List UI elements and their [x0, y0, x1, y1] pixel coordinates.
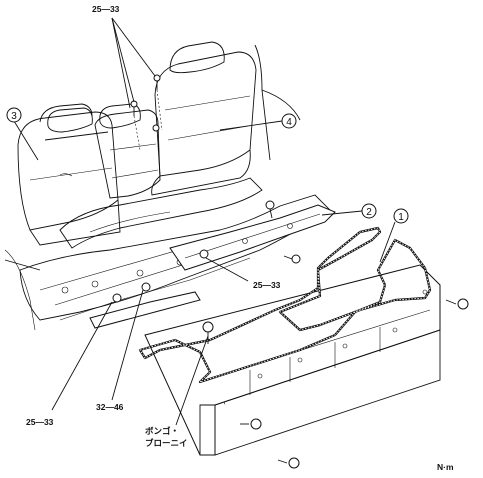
torque-label: 25—33	[253, 280, 281, 290]
rear-seat-mid	[94, 109, 161, 199]
leader-lines	[13, 17, 396, 426]
callout-number: 1	[398, 212, 404, 223]
locator-line	[133, 115, 141, 151]
torque-label: 25—33	[92, 4, 120, 14]
callout-3: 3	[6, 107, 22, 123]
callout-2: 2	[361, 203, 377, 219]
sealant-label: ブローニイ	[145, 438, 188, 449]
torque-label: 32—46	[96, 402, 124, 412]
headrest-left	[47, 107, 93, 133]
torque-label: 25—33	[26, 417, 54, 427]
callout-4: 4	[281, 113, 297, 129]
callout-number: 4	[286, 117, 292, 128]
callout-number: 2	[366, 207, 372, 218]
seat-cushion	[59, 177, 263, 249]
callout-number: 3	[11, 111, 17, 122]
rear-seat-right	[151, 41, 257, 196]
callout-1: 1	[393, 208, 409, 224]
locator-line	[156, 89, 163, 131]
bolt	[112, 74, 301, 303]
screw	[202, 298, 469, 469]
lower-floor-member	[89, 291, 201, 329]
headrest-mid	[99, 103, 141, 129]
cross-member	[169, 204, 336, 271]
sealant-gasket	[138, 226, 432, 384]
unit-label: N·m	[437, 462, 454, 472]
sealant-label: ボンゴ・	[145, 426, 179, 437]
rear-seat-left	[17, 103, 121, 246]
